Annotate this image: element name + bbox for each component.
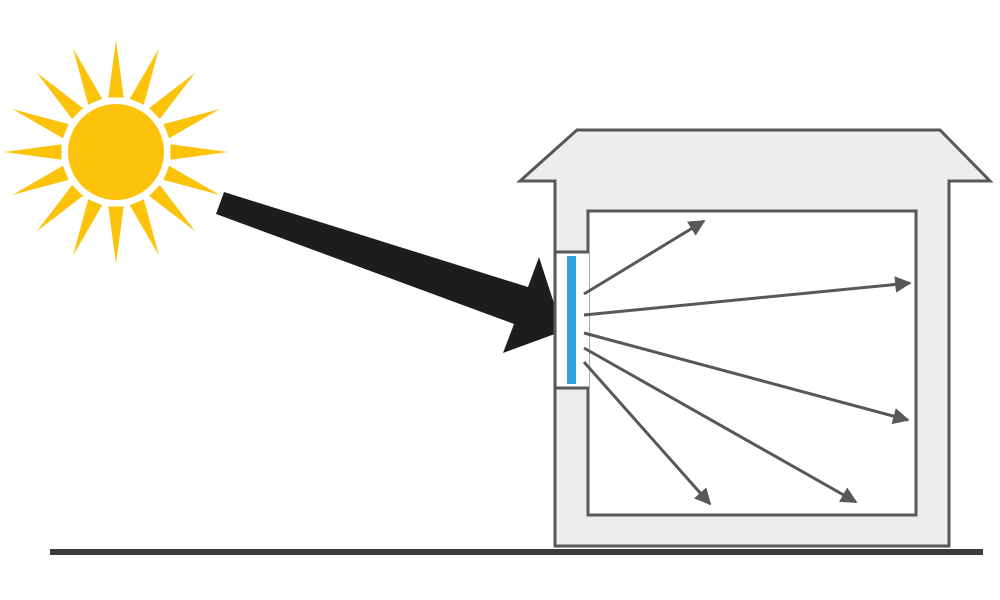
- sun-ray: [163, 109, 220, 139]
- sun-ray: [149, 72, 196, 119]
- sun-ray: [163, 165, 220, 195]
- sun-ray: [73, 199, 103, 256]
- sun-ray: [108, 206, 124, 264]
- sun-ray: [4, 144, 62, 160]
- light-ray: [583, 276, 912, 317]
- ground-line: [50, 549, 983, 555]
- house: [516, 128, 994, 548]
- sunlight-arrow-shape: [216, 192, 563, 353]
- sun-core: [68, 104, 164, 200]
- light-ray: [583, 219, 706, 296]
- sun-ray: [108, 40, 124, 98]
- sun-rays: [4, 40, 228, 264]
- sun-ray: [12, 165, 69, 195]
- light-ray: [582, 361, 712, 506]
- sun-ray: [73, 48, 103, 105]
- room-interior: [586, 209, 918, 517]
- sun-icon: [4, 40, 228, 264]
- sun-ray: [170, 144, 228, 160]
- sun-ray: [36, 185, 83, 232]
- sun-ray: [129, 199, 159, 256]
- sun-ray: [149, 185, 196, 232]
- scattered-light-arrows: [582, 219, 912, 506]
- sun-ray: [129, 48, 159, 105]
- sun-ray: [12, 109, 69, 139]
- light-ray: [583, 331, 910, 425]
- sun-ray: [36, 72, 83, 119]
- sunlight-arrow: [216, 192, 563, 353]
- window: [567, 256, 576, 384]
- light-ray: [583, 346, 858, 504]
